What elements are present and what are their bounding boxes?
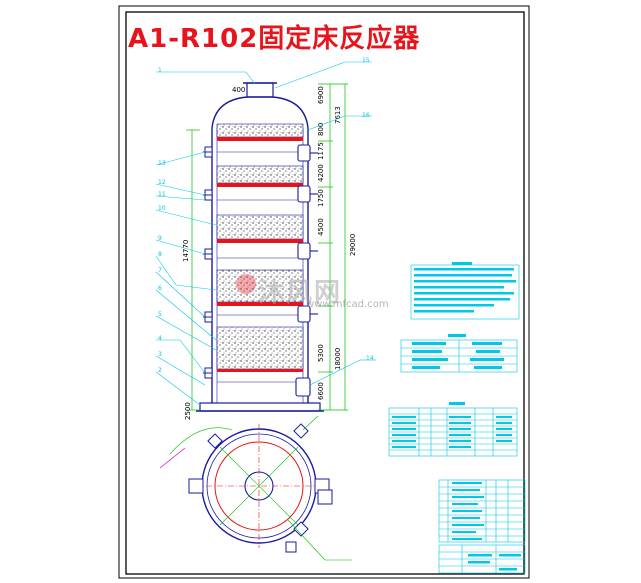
callout-10: 10: [158, 205, 166, 212]
base-skirt: [199, 402, 321, 412]
watermark: 沐风网 www.mfcad.com: [236, 272, 389, 310]
catalyst-bed-5: [216, 326, 304, 370]
callout-leaders-right: [274, 61, 376, 386]
support-tray-5: [217, 369, 303, 372]
dim-18000: 18000: [334, 348, 342, 370]
catalyst-bed-4: [216, 269, 304, 303]
callout-15: 15: [362, 57, 370, 64]
support-tray-3: [217, 239, 303, 243]
callout-12: 12: [158, 179, 166, 186]
callout-5: 5: [158, 311, 162, 318]
watermark-url: www.mfcad.com: [306, 299, 389, 310]
callout-2: 2: [158, 367, 162, 374]
parts-list: [438, 479, 526, 543]
catalyst-bed-3: [216, 214, 304, 240]
dim-800: 800: [317, 123, 325, 136]
nozzle-schedule-table: [388, 402, 518, 457]
support-tray-4: [217, 302, 303, 306]
callout-9: 9: [158, 235, 162, 242]
inner-frame: [125, 11, 525, 575]
callout-6: 6: [158, 285, 162, 292]
callout-16: 16: [362, 112, 370, 119]
magenta-leader: [159, 447, 186, 469]
top-nozzle: [246, 82, 274, 98]
callout-4: 4: [158, 335, 162, 342]
catalyst-bed-1: [216, 123, 304, 138]
callout-7: 7: [158, 267, 162, 274]
dim-29000: 29000: [349, 234, 357, 256]
callout-13: 13: [158, 160, 166, 167]
callout-11: 11: [158, 191, 166, 198]
dim-1175: 1175: [317, 142, 325, 160]
top-head: [211, 96, 309, 129]
dim-400: 400: [232, 86, 245, 94]
plan-view: [169, 415, 352, 561]
design-data-table: [400, 334, 518, 373]
callout-8: 8: [158, 251, 162, 258]
support-tray-2: [217, 183, 303, 187]
callout-14: 14: [366, 355, 374, 362]
drawing-title: A1-R102固定床反应器: [128, 24, 421, 54]
callout-1: 1: [158, 67, 162, 74]
vessel-elevation: [196, 82, 324, 412]
dim-1750: 1750: [317, 189, 325, 207]
dim-6900: 6900: [317, 86, 325, 104]
watermark-logo-icon: [236, 274, 256, 294]
title-block: [438, 544, 526, 574]
dim-4500: 4500: [317, 218, 325, 236]
catalyst-bed-2: [216, 165, 304, 184]
dim-14770: 14770: [182, 240, 190, 262]
support-tray-1: [217, 137, 303, 141]
dimension-lines-left: [186, 129, 200, 411]
dim-7613: 7613: [334, 106, 342, 124]
dim-2500: 2500: [184, 402, 192, 420]
dim-4200: 4200: [317, 164, 325, 182]
outer-frame: [118, 5, 530, 579]
callout-3: 3: [158, 351, 162, 358]
callout-leaders-left: [155, 71, 256, 406]
dim-6600: 6600: [317, 382, 325, 400]
notes-block: [410, 262, 520, 320]
watermark-text: 沐风网: [258, 278, 343, 308]
dimension-lines-right: [318, 83, 348, 411]
dim-5300: 5300: [317, 344, 325, 362]
right-nozzles: [295, 144, 318, 397]
